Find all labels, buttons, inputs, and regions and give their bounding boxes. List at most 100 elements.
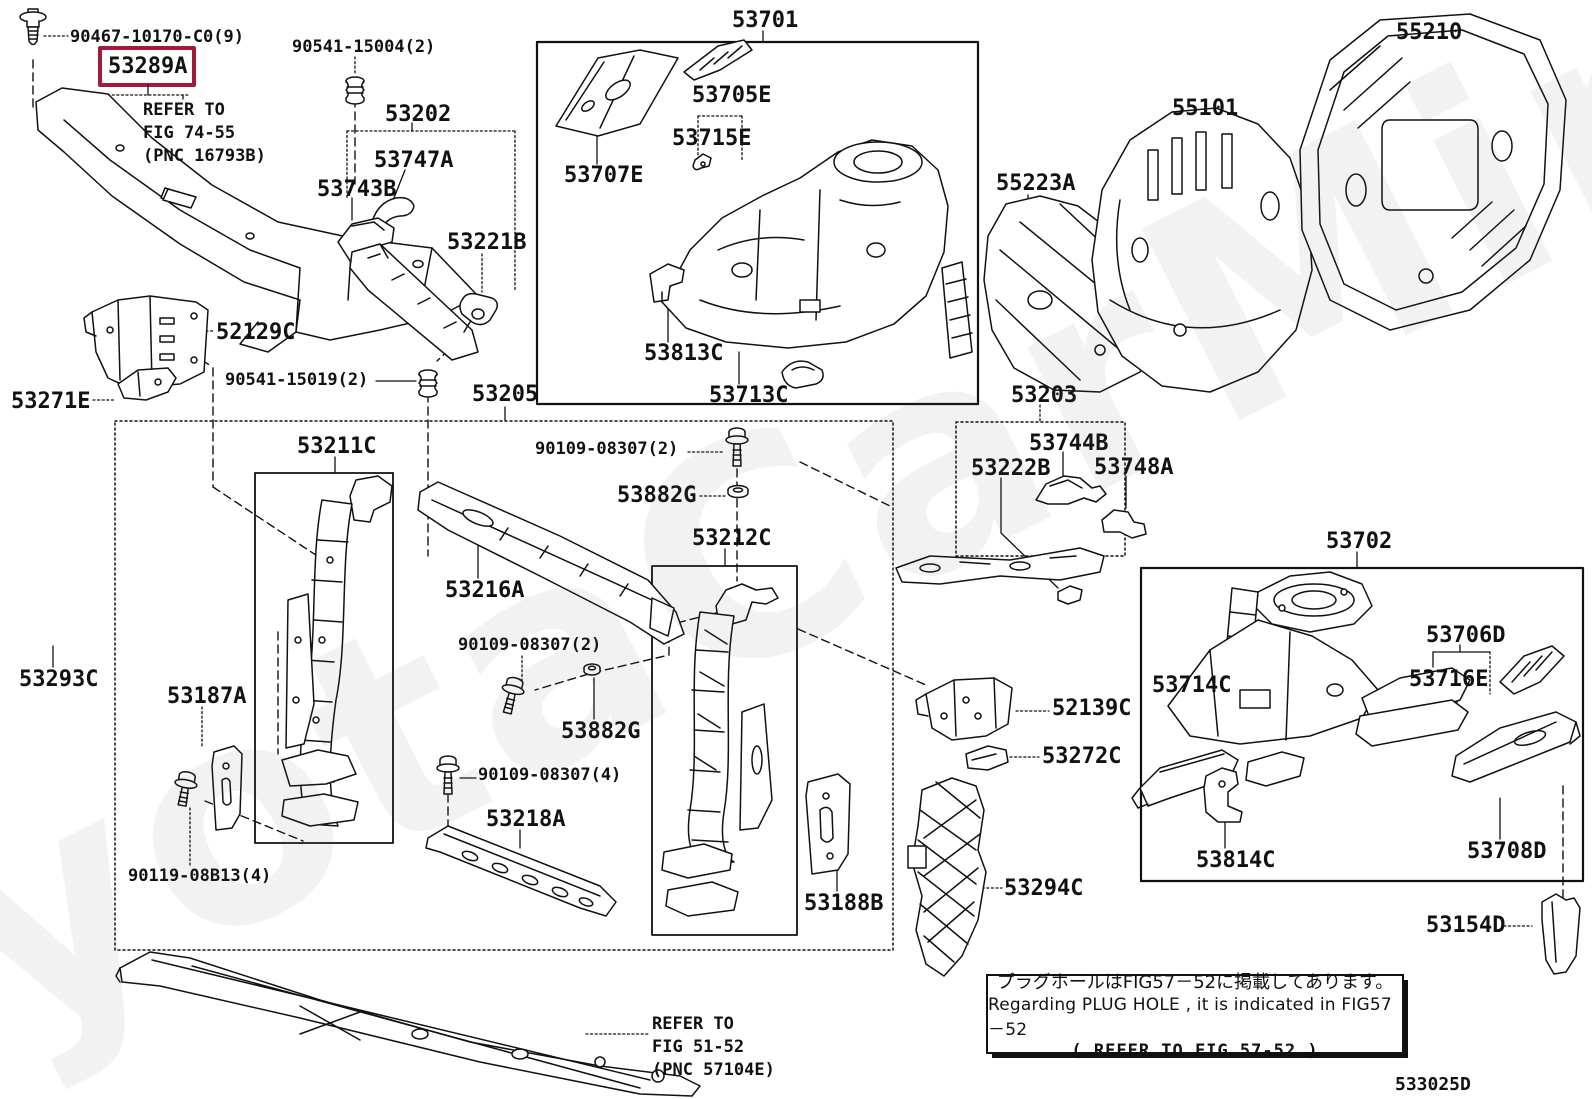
part-art-53187A — [211, 745, 243, 831]
part-art-53212C-brace — [661, 583, 779, 917]
part-art-53748A — [1101, 509, 1147, 539]
label-53188B[interactable]: 53188B — [804, 891, 884, 916]
label-53748A[interactable]: 53748A — [1094, 455, 1174, 480]
label-53222B[interactable]: 53222B — [971, 456, 1051, 481]
label-53713C[interactable]: 53713C — [709, 383, 789, 408]
part-art-53744B — [1035, 475, 1107, 505]
label-55101[interactable]: 55101 — [1172, 96, 1239, 121]
label-90467-10170[interactable]: 90467-10170-C0(9) — [70, 27, 244, 47]
label-53202[interactable]: 53202 — [385, 102, 452, 127]
label-53814C[interactable]: 53814C — [1196, 848, 1276, 873]
label-53701[interactable]: 53701 — [732, 8, 799, 33]
label-53708D[interactable]: 53708D — [1467, 839, 1547, 864]
label-53211C[interactable]: 53211C — [297, 434, 377, 459]
label-53743B[interactable]: 53743B — [317, 177, 397, 202]
diagram-number: 533025D — [1395, 1074, 1471, 1095]
label-53705E[interactable]: 53705E — [692, 83, 772, 108]
label-53715E[interactable]: 53715E — [672, 126, 752, 151]
label-53216A[interactable]: 53216A — [445, 578, 525, 603]
bolt-icon-top — [725, 427, 749, 467]
label-53221B[interactable]: 53221B — [447, 230, 527, 255]
label-53813C[interactable]: 53813C — [644, 341, 724, 366]
group-box-53701 — [535, 40, 980, 406]
part-art-53713C — [781, 360, 824, 389]
label-53714C[interactable]: 53714C — [1152, 673, 1232, 698]
label-53289A[interactable]: 53289A — [108, 54, 188, 79]
label-53212C[interactable]: 53212C — [692, 526, 772, 551]
label-55223A[interactable]: 55223A — [996, 171, 1076, 196]
part-art-53702-right-member — [1355, 667, 1471, 747]
label-52129C[interactable]: 52129C — [216, 320, 296, 345]
label-53293C[interactable]: 53293C — [19, 667, 99, 692]
part-art-53211C-brace — [281, 475, 393, 827]
part-art-53705E — [683, 39, 753, 81]
part-art-53701-wheelhouse — [661, 139, 949, 349]
part-art-53221B — [459, 292, 499, 333]
group-box-53212C — [651, 565, 798, 936]
label-53154D[interactable]: 53154D — [1426, 913, 1506, 938]
nut-icon-mid — [583, 663, 601, 676]
part-art-53702-dome — [1255, 571, 1373, 633]
part-art-55101 — [1091, 107, 1313, 393]
label-53294C[interactable]: 53294C — [1004, 876, 1084, 901]
grommet-icon-15019 — [418, 369, 438, 398]
label-53702[interactable]: 53702 — [1326, 529, 1393, 554]
label-53272C[interactable]: 53272C — [1042, 744, 1122, 769]
label-90541-15004[interactable]: 90541-15004(2) — [292, 37, 436, 57]
bolt-icon-left — [174, 771, 198, 807]
part-art-55210 — [1299, 13, 1567, 331]
part-art-53708D — [1451, 711, 1581, 783]
part-art-53294C — [907, 777, 987, 977]
part-art-52139C — [915, 677, 1013, 741]
label-53882G-bottom[interactable]: 53882G — [561, 719, 641, 744]
label-90541-15019[interactable]: 90541-15019(2) — [225, 370, 369, 390]
label-53218A[interactable]: 53218A — [486, 807, 566, 832]
label-90109-08307-2-top[interactable]: 90109-08307(2) — [535, 439, 679, 459]
label-53271E[interactable]: 53271E — [11, 389, 91, 414]
group-box-53702 — [1139, 566, 1585, 883]
group-box-53211C — [254, 472, 394, 844]
nut-icon-top — [727, 484, 749, 499]
label-53205[interactable]: 53205 — [472, 382, 539, 407]
label-53882G-top[interactable]: 53882G — [617, 483, 697, 508]
part-art-53154D — [1541, 893, 1581, 975]
part-art-53702-apron — [1167, 619, 1379, 745]
part-art-53714C — [1131, 749, 1239, 809]
label-53187A[interactable]: 53187A — [167, 684, 247, 709]
label-53706D[interactable]: 53706D — [1426, 623, 1506, 648]
plug-hole-note-box: プラグホールはFIG57－52に掲載してあります。 Regarding PLUG… — [986, 972, 1404, 1061]
part-art-53222B-bracket — [1057, 585, 1083, 605]
label-90109-08307-4[interactable]: 90109-08307(4) — [478, 765, 622, 785]
part-art-53203-rail — [895, 547, 1105, 585]
group-box-53205 — [114, 420, 894, 951]
part-art-53715E — [692, 153, 712, 171]
plug-hole-note-jp: プラグホールはFIG57－52に掲載してあります。 — [996, 971, 1394, 993]
plug-hole-note-en: Regarding PLUG HOLE , it is indicated in… — [988, 994, 1392, 1040]
label-90109-08307-2-mid[interactable]: 90109-08307(2) — [458, 635, 602, 655]
label-53203[interactable]: 53203 — [1011, 383, 1078, 408]
bolt-icon-lower — [436, 755, 460, 795]
label-90119-08B13[interactable]: 90119-08B13(4) — [128, 866, 272, 886]
label-53707E[interactable]: 53707E — [564, 163, 644, 188]
part-art-53813C — [649, 263, 685, 303]
bolt-icon-mid — [501, 676, 525, 715]
label-53744B[interactable]: 53744B — [1029, 431, 1109, 456]
part-art-53188B — [805, 773, 851, 875]
part-art-53701-side-rail — [941, 261, 973, 359]
part-art-53218A — [425, 825, 617, 917]
marker-parallelogram — [162, 188, 197, 209]
label-55210[interactable]: 55210 — [1396, 20, 1463, 45]
plug-hole-note-ref: ( REFER TO FIG 57-52 ) — [1071, 1040, 1319, 1061]
part-art-53272C — [965, 745, 1009, 771]
part-art-53706D — [1499, 645, 1565, 695]
label-53716E[interactable]: 53716E — [1409, 667, 1489, 692]
label-53747A[interactable]: 53747A — [374, 148, 454, 173]
part-art-53814C — [1203, 767, 1243, 823]
part-art-53216A — [417, 481, 685, 645]
label-52139C[interactable]: 52139C — [1052, 696, 1132, 721]
highlight-box-53289A — [98, 46, 196, 87]
part-art-crossmember-57104E — [115, 951, 701, 1097]
